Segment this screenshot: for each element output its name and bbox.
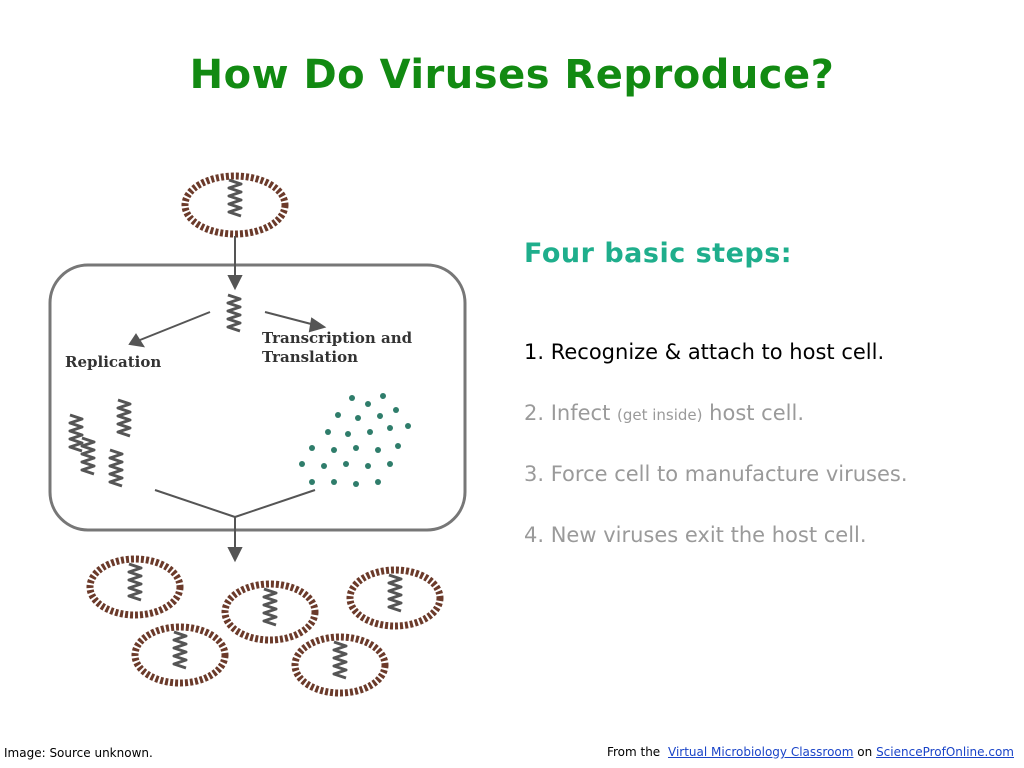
step-2: 2. Infect (get inside) host cell. (524, 401, 804, 425)
transcription-label-line2: Translation (262, 348, 358, 366)
from-text: From the (606, 745, 661, 759)
host-cell (48, 263, 467, 532)
on-text: on (857, 745, 873, 759)
source-credit: From the Virtual Microbiology Classroom … (607, 745, 1014, 759)
virus-replication-diagram: Replication Transcription and Translatio… (48, 172, 467, 697)
step-2-note: (get inside) (616, 406, 703, 424)
transcription-label-line1: Transcription and (262, 329, 413, 347)
slide-title: How Do Viruses Reproduce? (189, 52, 835, 98)
arrows (128, 236, 327, 563)
viral-proteins-icon (299, 393, 411, 487)
image-credit: Image: Source unknown. (4, 746, 153, 760)
replication-label: Replication (65, 353, 161, 371)
step-2-suffix: host cell. (702, 401, 804, 425)
step-4: 4. New viruses exit the host cell. (524, 523, 867, 547)
replicated-dna-icon (68, 398, 132, 488)
progeny-viruses (86, 555, 444, 697)
viral-dna-icon (226, 293, 242, 333)
virtual-microbiology-link[interactable]: Virtual Microbiology Classroom (668, 745, 854, 759)
step-3: 3. Force cell to manufacture viruses. (524, 462, 908, 486)
scienceprofonline-link[interactable]: ScienceProfOnline.com (876, 745, 1014, 759)
step-2-prefix: 2. Infect (524, 401, 617, 425)
step-1: 1. Recognize & attach to host cell. (524, 340, 885, 364)
virus-particle-top (181, 172, 289, 238)
steps-heading: Four basic steps: (524, 238, 793, 269)
